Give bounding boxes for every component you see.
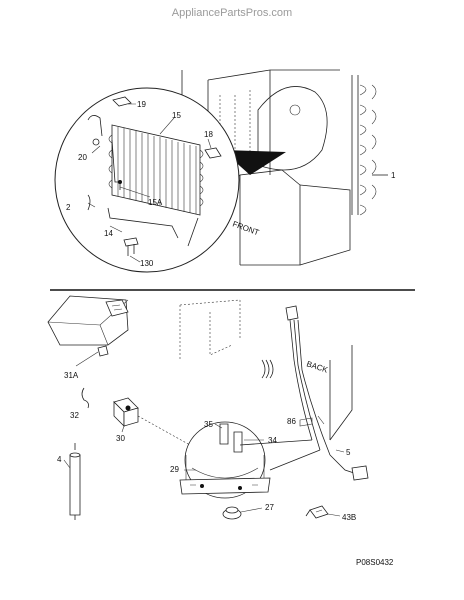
cabinet-upper: 1 FRONT [181,69,396,266]
callout-wedge [222,150,286,175]
condenser-grid [108,124,204,216]
cylinder [69,443,81,520]
part-label-15: 15 [172,111,181,120]
diagram-code: P08S0432 [356,558,394,567]
cabinet-lower: BACK [179,299,353,441]
part-label-86: 86 [287,417,296,426]
back-label: BACK [305,359,329,374]
part-label-5: 5 [346,448,351,457]
part-label-35: 35 [204,420,213,429]
part-label-14: 14 [104,229,113,238]
drain-pan [47,295,129,357]
part-label-27: 27 [265,503,274,512]
part-label-34: 34 [268,436,277,445]
clip [305,505,329,519]
part-label-30: 30 [116,434,125,443]
part-label-19: 19 [137,100,146,109]
part-label-1: 1 [391,171,396,180]
part-label-15a: 15A [148,198,163,207]
part-label-43b: 43B [342,513,356,522]
part-label-18: 18 [204,130,213,139]
detail-circle: 19 15 18 20 15A 2 14 130 [54,87,240,273]
part-label-20: 20 [78,153,87,162]
part-label-130: 130 [140,259,154,268]
part-label-29: 29 [170,465,179,474]
compressor [179,421,271,499]
part-label-2: 2 [66,203,71,212]
grommet [222,506,242,520]
part-label-4: 4 [57,455,62,464]
front-label: FRONT [231,219,260,237]
part-label-31a: 31A [64,371,79,380]
relay [113,397,139,427]
part-label-32: 32 [70,411,79,420]
watermark: AppliancePartsPros.com [172,7,292,19]
wire-harness [239,305,369,481]
